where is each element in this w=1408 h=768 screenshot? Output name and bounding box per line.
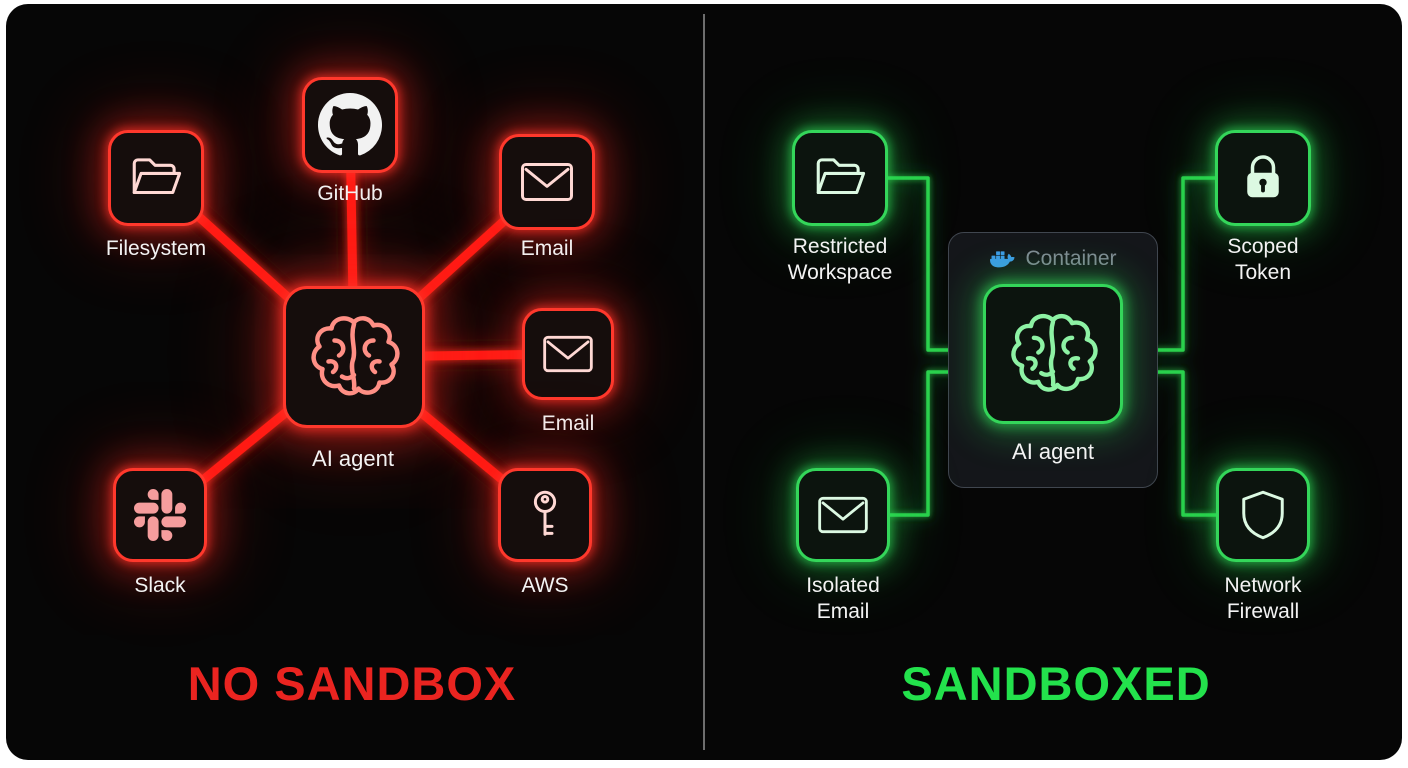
ai-agent-node-right	[983, 284, 1123, 424]
envelope-icon	[519, 161, 575, 203]
node-github	[302, 77, 398, 173]
green-connectors	[886, 176, 1218, 517]
node-label-scoped-token: Scoped Token	[1227, 235, 1299, 284]
envelope-icon	[816, 495, 870, 535]
shield-icon	[1235, 487, 1291, 543]
container-label: Container	[1025, 247, 1117, 270]
ai-agent-label-left: AI agent	[312, 446, 394, 471]
connector-elbow	[1154, 370, 1218, 517]
node-label-aws: AWS	[521, 574, 569, 597]
node-aws	[498, 468, 592, 562]
connector-elbow	[888, 370, 954, 517]
ai-agent-label-right: AI agent	[1012, 439, 1094, 464]
node-slack	[113, 468, 207, 562]
container-header: Container	[989, 247, 1117, 271]
panel-divider	[703, 14, 705, 750]
node-filesystem	[108, 130, 204, 226]
node-label-github: GitHub	[317, 182, 383, 205]
folder-icon	[127, 149, 185, 207]
node-label-isolated-email: Isolated Email	[806, 574, 880, 623]
docker-icon	[989, 248, 1016, 270]
node-restricted-workspace	[792, 130, 888, 226]
brain-icon	[1006, 307, 1100, 401]
ai-agent-node-left	[283, 286, 425, 428]
node-isolated-email	[796, 468, 890, 562]
folder-icon	[811, 149, 869, 207]
node-email-right	[522, 308, 614, 400]
slack-icon	[134, 489, 186, 541]
lock-icon	[1235, 150, 1291, 206]
node-label-email-right: Email	[541, 412, 595, 435]
node-network-firewall	[1216, 468, 1310, 562]
left-panel-title: NO SANDBOX	[187, 657, 517, 710]
right-panel-title: SANDBOXED	[901, 657, 1211, 710]
node-label-restricted-workspace: Restricted Workspace	[787, 235, 893, 284]
key-icon	[517, 487, 573, 543]
container-box: Container AI agent	[948, 232, 1158, 488]
node-scoped-token	[1215, 130, 1311, 226]
node-label-network-firewall: Network Firewall	[1224, 574, 1302, 623]
connector-elbow	[886, 176, 954, 352]
node-email-top	[499, 134, 595, 230]
connector-elbow	[1154, 176, 1218, 352]
node-label-slack: Slack	[134, 574, 186, 597]
github-icon	[318, 93, 382, 157]
brain-icon	[306, 309, 402, 405]
node-label-filesystem: Filesystem	[105, 237, 207, 260]
node-label-email-top: Email	[520, 237, 574, 260]
envelope-icon	[541, 334, 595, 374]
